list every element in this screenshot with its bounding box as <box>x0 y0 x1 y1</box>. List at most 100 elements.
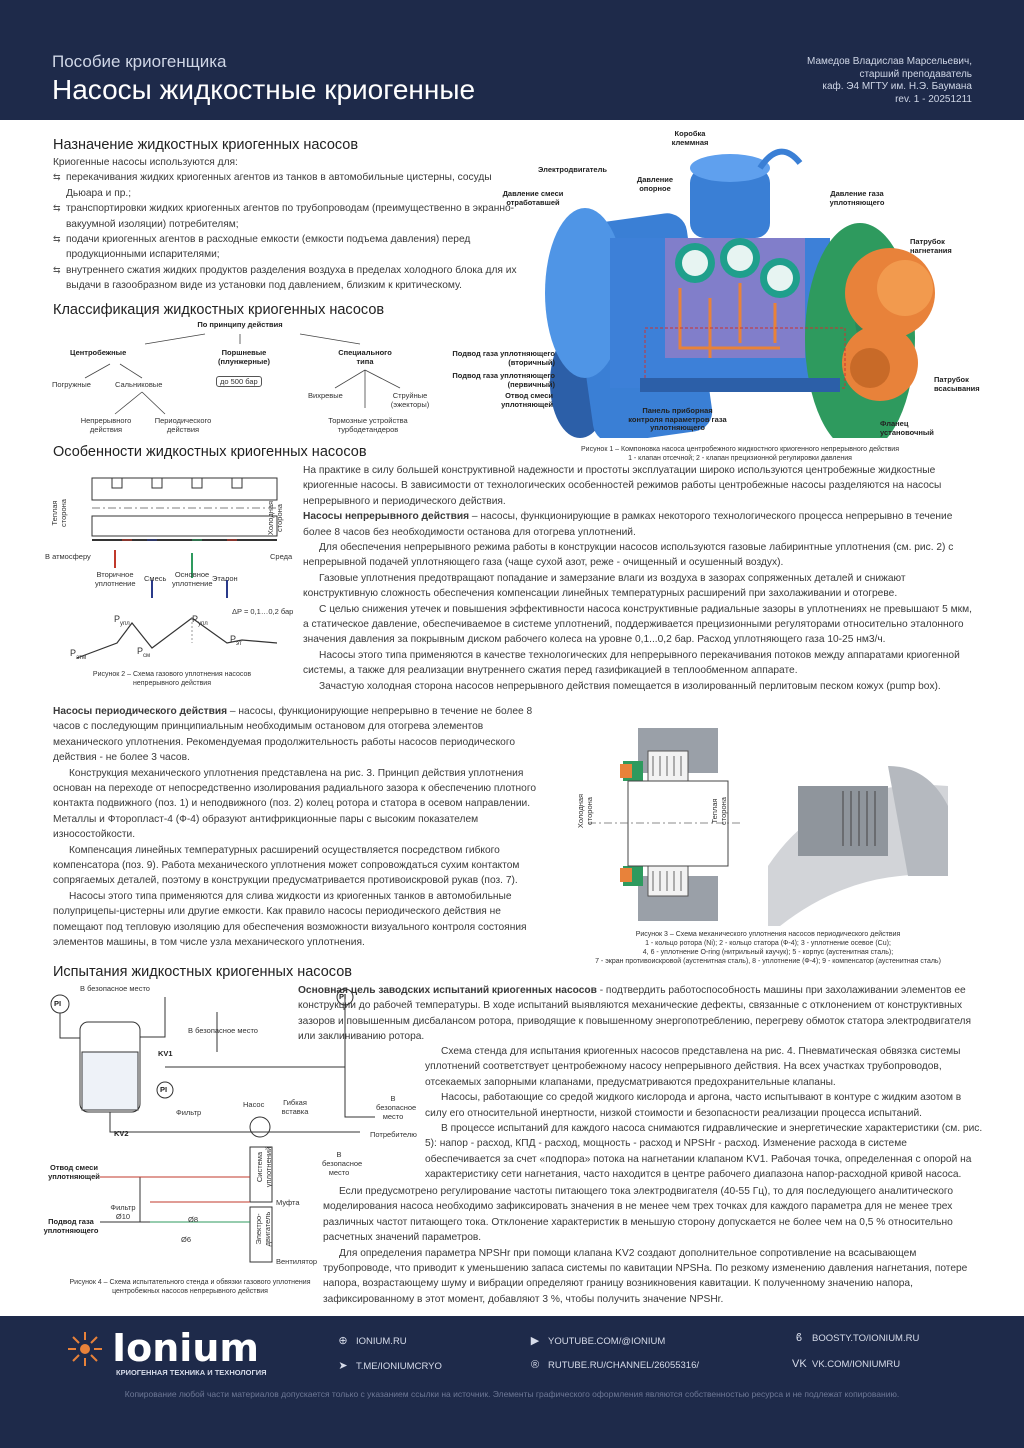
fig2-atm: В атмосферу <box>45 552 91 561</box>
fig2-main: Основное уплотнение <box>172 570 213 588</box>
class-vortex: Вихревые <box>308 391 343 400</box>
class-piston: Поршневые (плунжерные) <box>218 348 270 366</box>
fig4-pi-1: PI <box>54 999 62 1008</box>
fig3-warm: Теплая сторона <box>710 797 728 825</box>
fig1-label-motor: Электродвигатель <box>538 165 607 174</box>
fig4-coupling: Муфта <box>276 1198 300 1207</box>
figure1-caption: Рисунок 1 – Компоновка насоса центробежн… <box>540 445 940 463</box>
figure1-pump: Коробка клеммная Электродвигатель Давлен… <box>440 128 985 462</box>
periodic-p3: Компенсация линейных температурных расши… <box>53 844 520 887</box>
fig1-label-flange: Фланец установочный <box>880 419 934 437</box>
features-p1: На практике в силу большей конструктивно… <box>303 465 942 507</box>
poster-subtitle: Пособие криогенщика <box>52 52 227 71</box>
tests-p6: Для определения параметра NPSHr при помо… <box>323 1247 968 1305</box>
fig4-kv2: KV2 <box>114 1129 129 1138</box>
fig1-label-discharge: Патрубок нагнетания <box>910 237 952 255</box>
link-label: BOOSTY.TO/IONIUM.RU <box>812 1333 920 1344</box>
author-name: Мамедов Владислав Марсельевич, <box>807 56 972 67</box>
features-heading: Особенности жидкостных криогенных насосо… <box>53 444 367 460</box>
fig2-p-sub: упл <box>120 620 130 627</box>
fig2-p-symbol: P <box>230 634 237 644</box>
tests-text-mid: Схема стенда для испытания криогенных на… <box>425 1044 983 1183</box>
tests-p1-bold: Основная цель заводских испытаний криоге… <box>298 985 597 996</box>
link-label: VK.COM/IONIUMRU <box>812 1359 901 1370</box>
fig4-d8: Ø8 <box>188 1215 199 1224</box>
fig1-label-gas: Давление газа уплотняющего <box>829 189 885 207</box>
copyright-notice: Копирование любой части материалов допус… <box>124 1389 900 1399</box>
fig4-safe4: В безопасное место <box>322 1150 363 1177</box>
fig4-filter: Фильтр <box>176 1108 202 1117</box>
class-jet: Струйные (эжекторы) <box>390 391 430 409</box>
fig4-motor: Электро-двигатель <box>254 1211 272 1247</box>
tests-text-bottom: Если предусмотрено регулирование частоты… <box>323 1184 983 1307</box>
class-special: Специального типа <box>338 348 392 366</box>
figure3-caption-line: Рисунок 3 – Схема механического уплотнен… <box>635 931 901 938</box>
fig4-pi-3: PI <box>339 992 347 1001</box>
tests-heading: Испытания жидкостных криогенных насосов <box>53 964 352 980</box>
fig1-label-suction: Патрубок всасывания <box>934 375 980 393</box>
fig2-p-symbol: P <box>70 648 77 658</box>
class-turbo: Тормозные устройства турбодетандеров <box>328 416 408 434</box>
tests-p1: - подтвердить работоспособность машины п… <box>298 985 971 1043</box>
periodic-p1: – насосы, функционирующие непрерывно в т… <box>53 706 533 764</box>
figure4-test-stand: В безопасное место В безопасное место В … <box>40 982 417 1297</box>
fig4-safe2: В безопасное место <box>188 1026 258 1035</box>
classification-arrows <box>84 333 401 415</box>
periodic-text: Насосы периодического действия – насосы,… <box>53 704 549 951</box>
fig2-ref: Эталон <box>212 574 238 583</box>
rutube-icon: ® <box>530 1359 540 1371</box>
fig1-label-prim: Подвод газа уплотняющего (первичный) <box>452 371 555 389</box>
figure2-gas-seal: Теплая сторона Холодная сторона В атмосф… <box>42 468 294 690</box>
globe-icon: ⊕ <box>338 1335 348 1347</box>
link-rutube[interactable]: ®RUTUBE.RU/CHANNEL/26055316/ <box>528 1359 699 1371</box>
figure3-mech-seal: Холодная сторона Теплая сторона Рисунок … <box>568 726 978 966</box>
fig2-env: Среда <box>270 552 293 561</box>
fig4-gasin: Подвод газа уплотняющего <box>43 1217 99 1235</box>
class-periodic: Периодического действия <box>154 416 212 434</box>
figure1-caption-line: 1 - клапан отсечной; 2 - клапан прецизио… <box>628 455 852 462</box>
link-label: YOUTUBE.COM/@IONIUM <box>548 1336 666 1347</box>
class-centrifugal: Центробежные <box>70 348 127 357</box>
author-position: старший преподаватель <box>859 68 972 80</box>
features-p4: Газовые уплотнения предотвращают попадан… <box>303 572 906 600</box>
purpose-item: внутреннего сжатия жидких продуктов разд… <box>53 263 525 294</box>
link-website[interactable]: ⊕IONIUM.RU <box>336 1334 406 1347</box>
fig1-label-sec: Подвод газа уплотняющего (вторичный) <box>452 349 555 367</box>
fig2-p-symbol: P <box>137 646 144 656</box>
classification-tree: По принципу действия Центробежные Поршне… <box>40 318 460 438</box>
author-dept: каф. Э4 МГТУ им. Н.Э. Баумана <box>822 81 972 92</box>
features-p6: Насосы этого типа применяются в качестве… <box>303 649 960 677</box>
fig4-d6: Ø6 <box>181 1235 192 1244</box>
fig2-p-sub: упл <box>198 620 208 627</box>
link-label: T.ME/IONIUMCRYO <box>356 1361 442 1372</box>
features-p2-bold: Насосы непрерывного действия <box>303 511 470 523</box>
features-p5: С целью снижения утечек и повышения эффе… <box>303 603 972 646</box>
features-p2: – насосы, функционирующие в рамках некот… <box>303 511 953 538</box>
link-telegram[interactable]: ➤T.ME/IONIUMCRYO <box>336 1359 442 1372</box>
fig2-p-sub: см <box>143 652 151 659</box>
class-continuous: Непрерывного действия <box>80 416 132 434</box>
figure3-caption: Рисунок 3 – Схема механического уплотнен… <box>568 930 968 966</box>
fig1-label-mix: Давление смеси отработавшей <box>502 189 564 207</box>
figure4-caption: Рисунок 4 – Схема испытательного стенда … <box>40 1278 340 1296</box>
fig2-mix: Смесь <box>144 574 167 583</box>
test-stand-diagram <box>50 988 375 1263</box>
fig2-p-et: Pэт <box>230 634 242 647</box>
tests-p2: Схема стенда для испытания криогенных на… <box>425 1046 961 1088</box>
purpose-block: Криогенные насосы используются для: пере… <box>53 155 525 294</box>
classification-heading: Классификация жидкостных криогенных насо… <box>53 302 385 318</box>
fig3-cold: Холодная сторона <box>576 793 594 829</box>
figure2-caption: Рисунок 2 – Схема газового уплотнения на… <box>72 670 272 688</box>
periodic-p4: Насосы этого типа применяются для слива … <box>53 890 527 949</box>
periodic-p2: Конструкция механического уплотнения пре… <box>53 767 536 841</box>
class-submersible: Погружные <box>52 380 91 389</box>
pump-illustration <box>545 148 935 438</box>
purpose-item: перекачивания жидких криогенных агентов … <box>53 170 525 201</box>
fig4-consumer: Потребителю <box>370 1130 417 1139</box>
tests-p5: Если предусмотрено регулирование частоты… <box>323 1186 954 1244</box>
fig2-p-sub: атм <box>76 654 87 661</box>
fig4-fan: Вентилятор <box>276 1257 318 1266</box>
link-youtube[interactable]: ▶YOUTUBE.COM/@IONIUM <box>528 1334 666 1347</box>
